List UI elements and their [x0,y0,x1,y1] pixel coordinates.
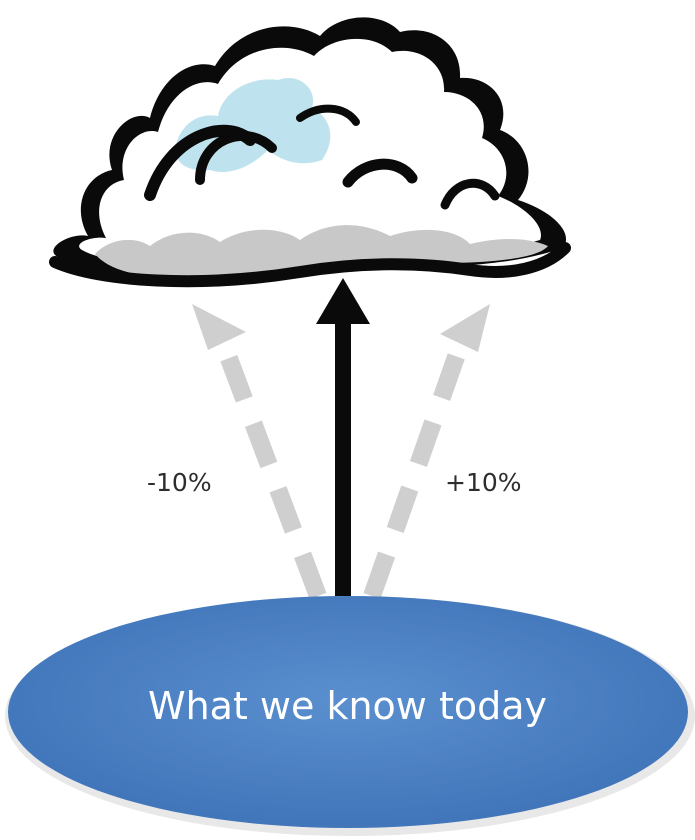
cloud-inner-stroke [296,104,360,126]
cloud-inner-stroke [440,178,500,210]
cloud-shadow [95,225,548,278]
plus-arrow-icon [363,304,490,599]
minus-arrow-icon [192,304,327,600]
base-label: What we know today [148,684,547,728]
central-arrow-icon [316,278,370,598]
knowledge-base-ellipse [5,596,695,836]
minus-percent-label: -10% [147,468,212,497]
plus-percent-label: +10% [445,468,522,497]
cloud-inner-stroke [342,158,418,188]
cloud-bottom-stroke [49,242,571,288]
cloud-icon [49,17,571,288]
cloud-inner-stroke [195,130,277,185]
